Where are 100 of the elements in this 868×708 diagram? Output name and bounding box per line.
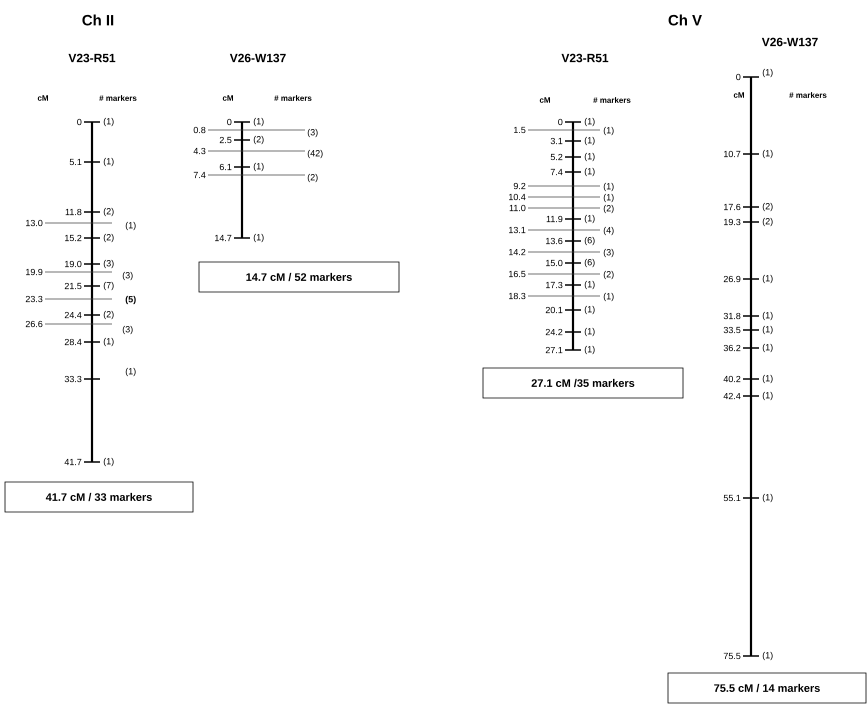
position-label: 0 (736, 74, 740, 80)
marker-count: (1) (762, 150, 773, 158)
position-label: 0 (558, 118, 562, 126)
marker-count: (1) (762, 326, 773, 334)
marker-count: (1) (584, 118, 595, 126)
marker-count: (1) (762, 374, 773, 384)
position-label: 0.8 (194, 126, 206, 134)
position-label: 13.0 (26, 220, 42, 226)
position-label: 11.8 (66, 208, 82, 216)
marker-count: (1) (584, 306, 595, 314)
position-label: 4.3 (194, 148, 206, 154)
position-label: 33.3 (64, 376, 82, 382)
position-label: 5.1 (70, 158, 82, 166)
marker-count: (1) (584, 328, 595, 336)
position-label: 5.2 (550, 154, 562, 160)
marker-count: (1) (584, 280, 595, 290)
marker-count: (2) (104, 234, 114, 242)
marker-count: (1) (762, 652, 773, 660)
marker-count: (1) (762, 344, 773, 352)
marker-count: (1) (126, 368, 136, 376)
marker-count: (3) (308, 128, 318, 138)
summary-box: 75.5 cM / 14 markers (668, 672, 866, 704)
position-label: 19.3 (724, 218, 740, 226)
map-name: V26-W137 (230, 54, 286, 62)
marker-count: (1) (104, 458, 114, 466)
position-label: 11.0 (510, 204, 526, 212)
marker-count: (2) (308, 174, 318, 182)
position-label: 17.3 (546, 282, 562, 288)
marker-count: (1) (584, 214, 595, 224)
marker-count: (2) (604, 270, 614, 280)
marker-count: (1) (254, 234, 264, 242)
chromosome-title: Ch II (82, 14, 114, 26)
summary-box: 14.7 cM / 52 markers (198, 262, 400, 292)
position-label: 40.2 (724, 376, 740, 382)
position-label: 2.5 (220, 136, 232, 144)
summary-box: 27.1 cM /35 markers (482, 368, 684, 398)
marker-count: (1) (604, 182, 614, 192)
position-label: 41.7 (64, 458, 82, 466)
marker-count: (3) (122, 272, 133, 280)
marker-count: (3) (104, 260, 114, 268)
marker-count: (2) (762, 202, 773, 212)
marker-count: (1) (604, 292, 614, 302)
position-label: 3.1 (550, 138, 562, 144)
position-label: 7.4 (550, 168, 563, 176)
marker-count: (5) (126, 296, 136, 304)
marker-count: (7) (104, 282, 114, 290)
position-label: 10.4 (509, 194, 526, 200)
marker-count: (1) (126, 222, 136, 230)
position-label: 23.3 (26, 296, 42, 302)
marker-count: (1) (584, 168, 595, 176)
position-label: 36.2 (724, 344, 740, 352)
marker-count: (1) (104, 158, 114, 166)
position-label: 21.5 (64, 282, 82, 290)
marker-count: (1) (604, 194, 614, 202)
position-label: 55.1 (724, 494, 740, 502)
position-label: 0 (227, 118, 232, 126)
position-label: 10.7 (724, 150, 740, 158)
position-label: 18.3 (509, 292, 526, 300)
position-label: 28.4 (64, 338, 82, 346)
marker-count: (6) (584, 258, 595, 268)
marker-count: (1) (762, 312, 773, 320)
position-label: 17.6 (724, 204, 740, 210)
position-label: 14.7 (215, 234, 232, 242)
map-name: V23-R51 (562, 54, 608, 62)
map-name: V23-R51 (68, 54, 116, 62)
position-label: 13.6 (546, 238, 562, 244)
position-label: 24.4 (64, 312, 82, 318)
position-label: 0 (77, 118, 82, 126)
position-label: 11.9 (546, 216, 562, 222)
marker-count: (1) (762, 494, 773, 502)
marker-count: (1) (104, 118, 114, 126)
marker-count: (1) (762, 274, 773, 284)
marker-count: (2) (604, 204, 614, 214)
marker-count: (6) (584, 236, 595, 246)
marker-count: (2) (104, 208, 114, 216)
position-label: 9.2 (514, 182, 526, 190)
position-label: 24.2 (546, 328, 562, 336)
position-label: 19.0 (65, 260, 82, 268)
marker-count: (2) (104, 310, 114, 320)
position-label: 7.4 (194, 172, 206, 178)
summary-box: 41.7 cM / 33 markers (4, 482, 194, 512)
position-label: 26.9 (724, 276, 740, 282)
marker-count: (1) (584, 346, 595, 354)
marker-count: (1) (254, 118, 264, 126)
position-label: 15.0 (546, 260, 562, 266)
position-label: 1.5 (514, 126, 526, 134)
position-label: 6.1 (220, 164, 232, 170)
marker-count: (1) (604, 126, 614, 136)
map-name: V26-W137 (762, 38, 818, 46)
position-label: 31.8 (724, 312, 740, 320)
marker-count: (4) (604, 226, 614, 236)
marker-count: (2) (762, 218, 773, 226)
position-label: 20.1 (546, 306, 562, 314)
position-label: 26.6 (26, 320, 42, 328)
position-label: 27.1 (546, 346, 562, 354)
position-label: 33.5 (724, 326, 740, 334)
position-label: 16.5 (509, 270, 526, 278)
chromosome-title: Ch V (668, 14, 702, 26)
position-label: 42.4 (724, 392, 741, 400)
marker-count: (1) (584, 152, 595, 162)
